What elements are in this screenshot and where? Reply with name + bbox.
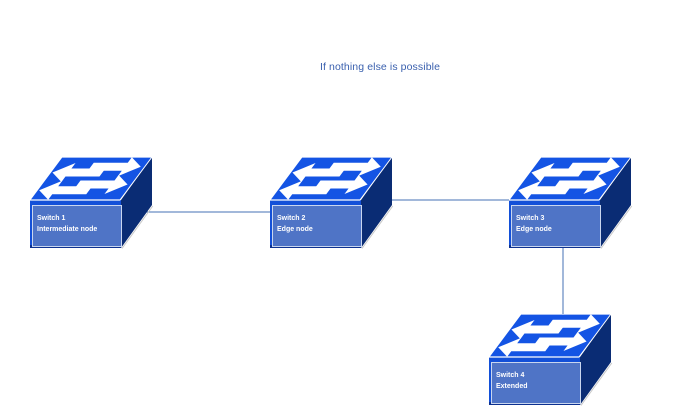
diagram-title: If nothing else is possible — [319, 61, 441, 73]
switch-role: Edge node — [277, 226, 313, 233]
switch-label-panel: Switch 2 Edge node — [272, 205, 362, 247]
switch-role: Edge node — [516, 226, 552, 233]
switch-node-4[interactable]: Switch 4 Extended — [489, 314, 613, 406]
switch-label-panel: Switch 4 Extended — [491, 362, 581, 404]
switch-role: Intermediate node — [37, 226, 98, 233]
side-face — [361, 157, 392, 248]
top-face-group — [30, 157, 154, 201]
side-face — [121, 157, 152, 248]
shadow-edge — [600, 205, 633, 249]
top-face-group — [489, 314, 613, 358]
switch-label-panel: Switch 1 Intermediate node — [32, 205, 122, 247]
switch-node-2[interactable]: Switch 2 Edge node — [270, 157, 394, 249]
top-face-group — [509, 157, 633, 201]
shadow-edge — [121, 205, 154, 249]
switch-name: Switch 2 — [277, 215, 306, 222]
shadow-edge — [580, 362, 613, 406]
switch-node-3[interactable]: Switch 3 Edge node — [509, 157, 633, 249]
switch-label-panel: Switch 3 Edge node — [511, 205, 601, 247]
shadow-edge — [361, 205, 394, 249]
top-face-group — [270, 157, 394, 201]
switch-name: Switch 4 — [496, 372, 525, 379]
switch-role: Extended — [496, 383, 528, 390]
side-face — [580, 314, 611, 405]
switch-name: Switch 3 — [516, 215, 545, 222]
side-face — [600, 157, 631, 248]
switch-name: Switch 1 — [37, 215, 66, 222]
switch-node-1[interactable]: Switch 1 Intermediate node — [30, 157, 154, 249]
